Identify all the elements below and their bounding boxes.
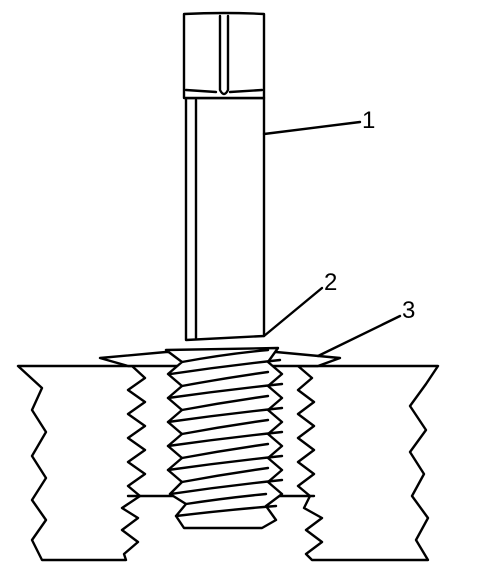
tap-shank <box>184 96 266 342</box>
workpiece-left-block <box>16 364 147 562</box>
tap-end-chamfer <box>184 88 264 94</box>
callout-2-label: 2 <box>324 269 337 296</box>
tap-thread-lines <box>166 348 284 518</box>
callout-3-leader <box>316 314 402 358</box>
tap-end-slot <box>218 14 230 96</box>
workpiece-right-block <box>296 364 440 562</box>
callout-1-leader <box>262 120 362 136</box>
tap-square-end <box>182 11 266 100</box>
callout-2-leader <box>262 286 324 338</box>
callout-1-label: 1 <box>362 107 375 134</box>
callout-3-label: 3 <box>402 297 415 324</box>
